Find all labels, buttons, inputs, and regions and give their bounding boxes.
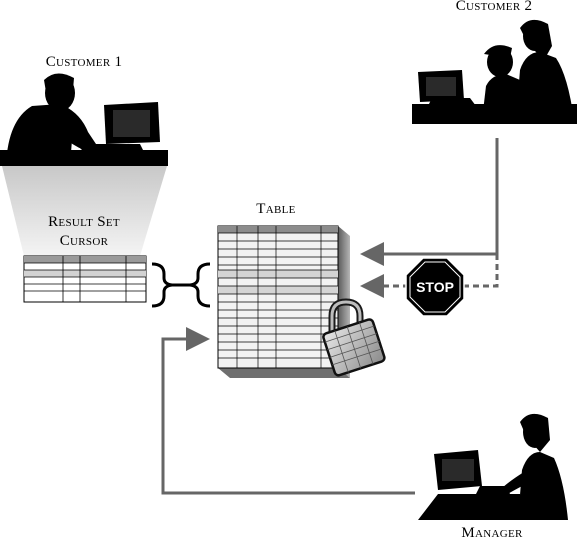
- blocked-access-arrow: [360, 254, 499, 298]
- table-bottom: [218, 368, 350, 378]
- customer1-group: Customer 1 Result Set Cursor: [0, 54, 211, 308]
- arrows: [161, 138, 499, 495]
- manager-label: Manager: [461, 525, 523, 539]
- right-brace-icon: [151, 262, 173, 308]
- customer2-label: Customer 2: [456, 0, 533, 14]
- table-label: Table: [256, 201, 295, 217]
- table-face: [217, 225, 339, 369]
- customer1-silhouette-icon: [0, 73, 168, 166]
- customer2-access-arrow: [360, 138, 499, 266]
- stop-sign-text: STOP: [416, 279, 454, 295]
- customer2-group: Customer 2: [412, 0, 577, 124]
- customer2-silhouette-icon: [412, 19, 577, 124]
- manager-group: Manager: [418, 413, 568, 539]
- result-set-cone: [2, 166, 167, 256]
- manager-access-arrow: [161, 327, 415, 495]
- left-brace-icon: [189, 262, 211, 308]
- padlock-icon: [322, 298, 386, 377]
- cursor-label: Cursor: [60, 233, 109, 249]
- manager-silhouette-icon: [418, 413, 568, 520]
- table-group: Table: [217, 201, 386, 378]
- result-set-label: Result Set: [48, 214, 120, 230]
- result-set-table: [23, 255, 147, 303]
- customer1-label: Customer 1: [46, 54, 123, 70]
- stop-sign-icon: STOP: [405, 257, 465, 317]
